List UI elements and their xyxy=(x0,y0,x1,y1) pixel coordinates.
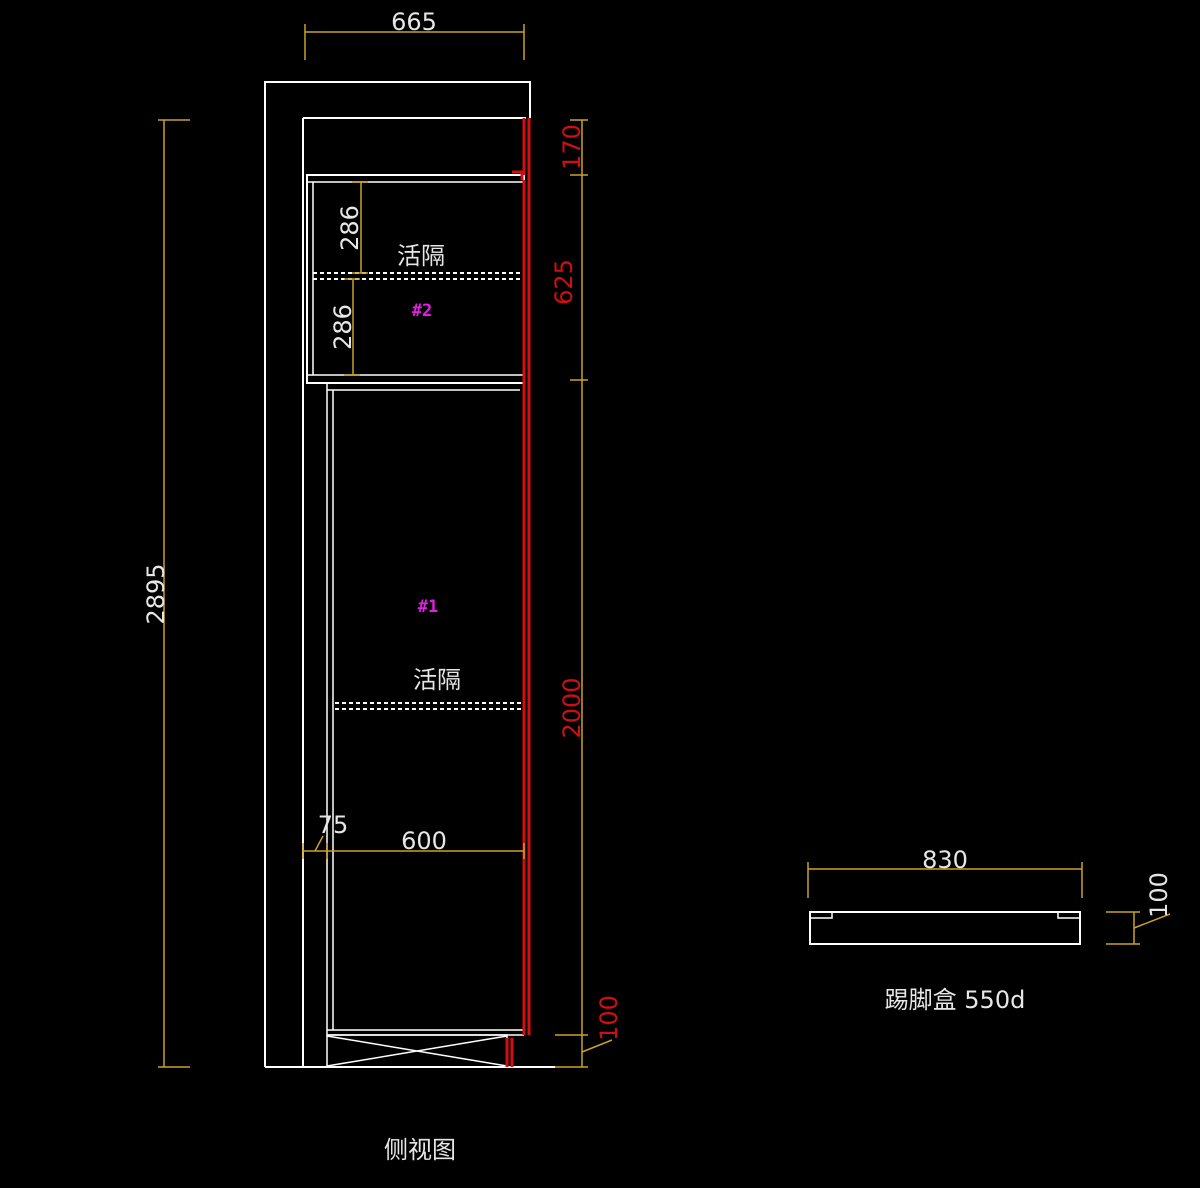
dim-total-height-label: 2895 xyxy=(142,563,170,624)
side-view-labels: 活隔 #2 #1 活隔 侧视图 xyxy=(384,242,461,1164)
dim-shelf-upper-2-label: 286 xyxy=(329,304,357,350)
kick-box-inner-lip xyxy=(810,912,1080,919)
dim-offset-leader xyxy=(314,835,324,852)
kick-box-height-leader xyxy=(1133,913,1171,929)
dim-inner-depth-label: 600 xyxy=(401,827,447,855)
plinth-cross-2 xyxy=(326,1035,508,1067)
dim-plinth-label: 100 xyxy=(595,995,623,1041)
kick-box-caption: 踢脚盒 550d xyxy=(885,986,1026,1014)
dim-lower-door-label: 2000 xyxy=(558,677,586,738)
lower-compartment-tag: #1 xyxy=(418,597,438,617)
dim-shelf-upper-1-label: 286 xyxy=(336,205,364,251)
cabinet-outer-outline xyxy=(264,81,531,1067)
dim-total-width-label: 665 xyxy=(391,8,437,36)
door-top-hook xyxy=(512,170,524,180)
side-view-cabinet xyxy=(264,81,555,1068)
kick-box-drawing: 830 100 踢脚盒 550d xyxy=(807,846,1173,1014)
upper-shelf-label: 活隔 xyxy=(397,242,445,270)
dim-plinth-leader xyxy=(581,1039,613,1053)
kick-box-outline xyxy=(809,911,1081,945)
lower-shelf-label: 活隔 xyxy=(413,666,461,694)
side-view-title: 侧视图 xyxy=(384,1136,456,1164)
dim-upper-door-label: 625 xyxy=(550,259,578,305)
side-view-dimensions: 665 2895 170 625 2000 100 286 286 600 xyxy=(142,8,623,1068)
dim-top-gap-label: 170 xyxy=(558,124,586,170)
upper-compartment-tag: #2 xyxy=(412,301,432,321)
kick-box-height-label: 100 xyxy=(1145,872,1173,918)
kick-box-width-label: 830 xyxy=(922,846,968,874)
dim-offset-label: 75 xyxy=(318,811,349,839)
